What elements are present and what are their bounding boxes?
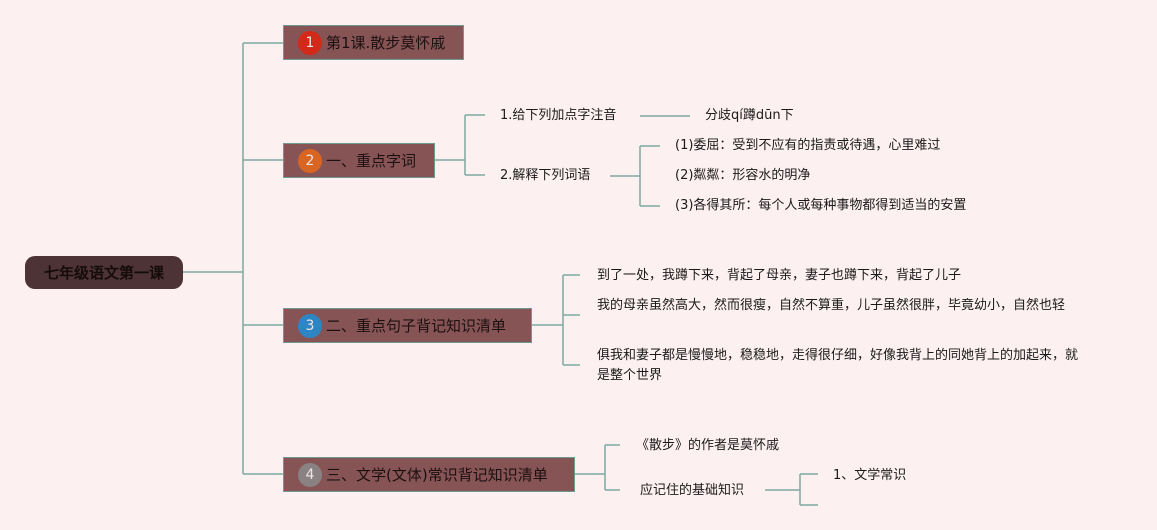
subtopic[interactable]: (2)粼粼：形容水的明净 bbox=[675, 168, 811, 183]
sentence-item[interactable]: 我的母亲虽然高大，然而很瘦，自然不算重，儿子虽然很胖，毕竟幼小，自然也轻 bbox=[597, 298, 1066, 313]
branch-label: 第1课.散步莫怀戚 bbox=[326, 34, 446, 52]
number-badge-icon: 2 bbox=[298, 148, 322, 173]
topic-author[interactable]: 《散步》的作者是莫怀戚 bbox=[636, 438, 780, 453]
branch-node-4[interactable]: 4 三、文学(文体)常识背记知识清单 bbox=[283, 457, 575, 492]
sentence-item[interactable]: 到了一处，我蹲下来，背起了母亲，妻子也蹲下来，背起了儿子 bbox=[597, 268, 962, 283]
number-badge-icon: 3 bbox=[298, 313, 322, 338]
branch-label: 一、重点字词 bbox=[326, 152, 417, 170]
sentence-item[interactable]: 俱我和妻子都是慢慢地，稳稳地，走得很仔细，好像我背上的同她背上的加起来，就是整个… bbox=[597, 348, 1079, 383]
subtopic[interactable]: 分歧qí蹲dūn下 bbox=[705, 108, 794, 123]
branch-label: 二、重点句子背记知识清单 bbox=[326, 317, 507, 335]
branch-node-3[interactable]: 3 二、重点句子背记知识清单 bbox=[283, 308, 532, 343]
root-label: 七年级语文第一课 bbox=[43, 264, 164, 282]
subtopic[interactable]: (3)各得其所：每个人或每种事物都得到适当的安置 bbox=[675, 198, 967, 213]
branch-node-1[interactable]: 1 第1课.散步莫怀戚 bbox=[283, 25, 464, 60]
number-badge-icon: 4 bbox=[298, 462, 322, 487]
branch-label: 三、文学(文体)常识背记知识清单 bbox=[326, 466, 548, 484]
topic-vocab[interactable]: 2.解释下列词语 bbox=[500, 168, 591, 183]
branch-node-2[interactable]: 2 一、重点字词 bbox=[283, 143, 435, 178]
topic-pinyin[interactable]: 1.给下列加点字注音 bbox=[500, 108, 617, 123]
number-badge-icon: 1 bbox=[298, 30, 322, 55]
topic-basics[interactable]: 应记住的基础知识 bbox=[640, 483, 745, 498]
subtopic[interactable]: (1)委屈：受到不应有的指责或待遇，心里难过 bbox=[675, 138, 941, 153]
subtopic[interactable]: 1、文学常识 bbox=[833, 468, 907, 483]
root-node[interactable]: 七年级语文第一课 bbox=[25, 256, 183, 289]
